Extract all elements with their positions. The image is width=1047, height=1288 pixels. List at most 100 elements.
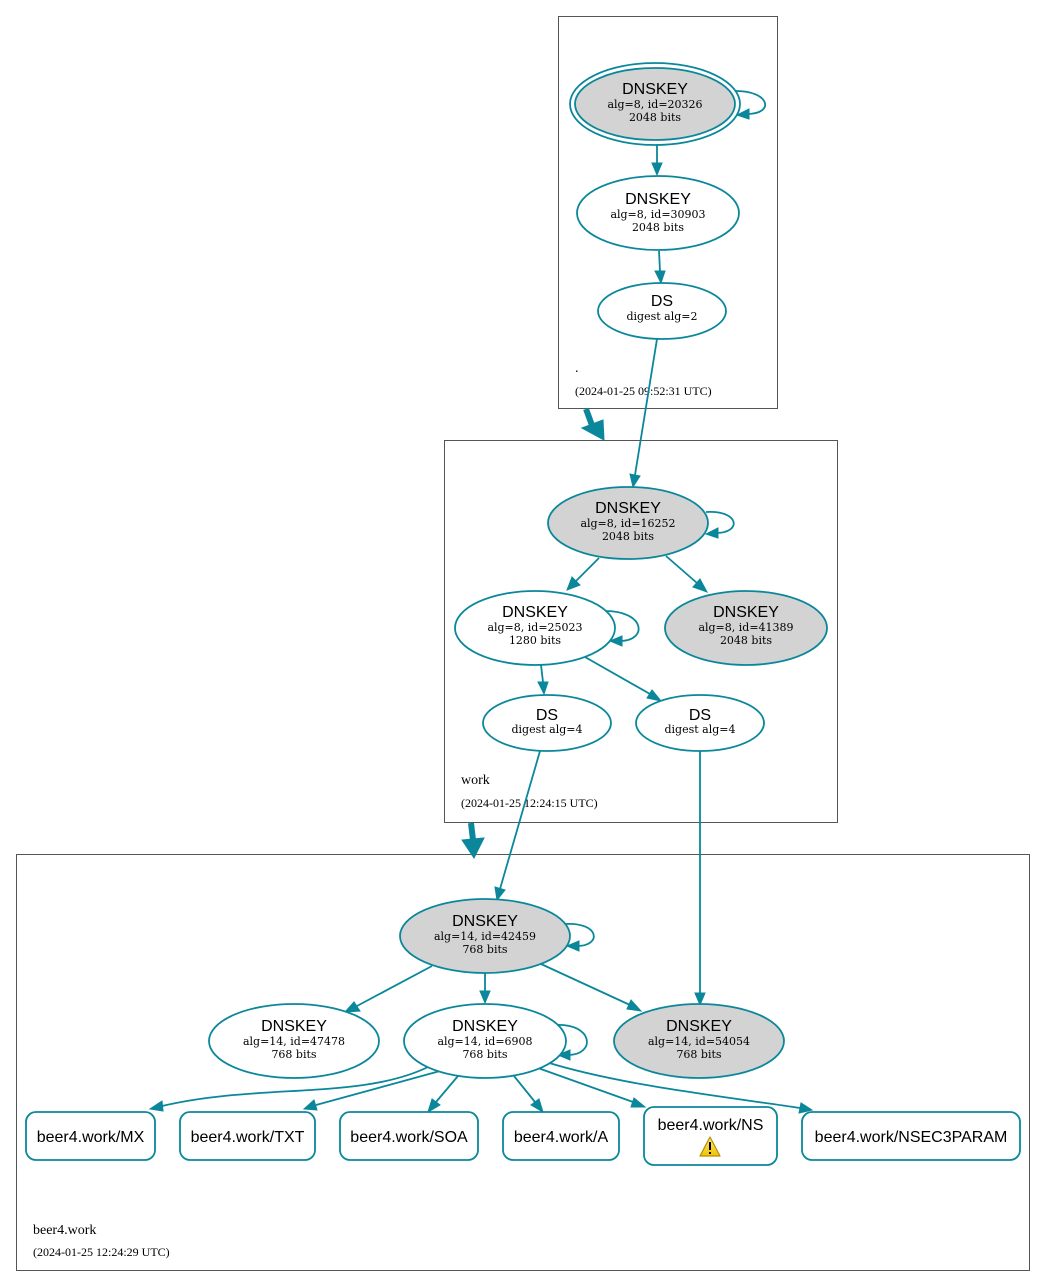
node-work-zsk[interactable]: DNSKEY alg=8, id=25023 1280 bits (454, 590, 616, 666)
node-detail: alg=8, id=20326 (607, 98, 702, 111)
node-detail: alg=8, id=41389 (698, 621, 793, 634)
node-work-key-41389[interactable]: DNSKEY alg=8, id=41389 2048 bits (664, 590, 828, 666)
rrset-mx[interactable]: beer4.work/MX (25, 1111, 156, 1161)
zone-root: . (2024-01-25 09:52:31 UTC) (558, 16, 778, 409)
arrowhead (694, 992, 706, 1007)
node-detail: alg=8, id=16252 (580, 517, 675, 530)
edge (161, 1066, 429, 1107)
self-loops (554, 90, 766, 1061)
arrowhead (302, 1099, 318, 1111)
arrowhead (629, 473, 641, 489)
zone-timestamp: (2024-01-25 12:24:29 UTC) (33, 1245, 170, 1259)
zone-beer4: beer4.work (2024-01-25 12:24:29 UTC) (16, 854, 1030, 1271)
node-detail: digest alg=4 (664, 723, 735, 736)
arrowhead (566, 576, 581, 591)
delegation-work-to-beer4 (461, 822, 485, 859)
node-work-ds-2[interactable]: DS digest alg=4 (635, 694, 765, 752)
edge (554, 1024, 588, 1056)
edge (634, 338, 658, 476)
arrowhead (798, 1102, 814, 1114)
node-work-ksk[interactable]: DNSKEY alg=8, id=16252 2048 bits (547, 486, 709, 560)
node-title: DS (689, 707, 711, 724)
node-title: DS (651, 293, 673, 310)
node-title: DNSKEY (452, 1018, 518, 1035)
edge (435, 1075, 459, 1103)
rrset-label: beer4.work/A (514, 1129, 609, 1146)
warning-icon (699, 1136, 721, 1157)
zone-timestamp: (2024-01-25 12:24:15 UTC) (461, 796, 598, 810)
node-work-ds-1[interactable]: DS digest alg=4 (482, 694, 612, 752)
edge (584, 656, 651, 695)
arrowhead (530, 1098, 544, 1114)
node-root-ksk[interactable]: DNSKEY alg=8, id=20326 2048 bits (569, 62, 741, 146)
node-beer4-zsk[interactable]: DNSKEY alg=14, id=6908 768 bits (403, 1003, 567, 1079)
node-detail: 768 bits (271, 1048, 316, 1061)
arrowhead (626, 999, 643, 1012)
edge (545, 1061, 801, 1109)
node-beer4-ksk[interactable]: DNSKEY alg=14, id=42459 768 bits (399, 898, 571, 974)
node-title: DNSKEY (625, 191, 691, 208)
edge (575, 557, 600, 582)
edge (499, 750, 541, 890)
arrowhead (646, 689, 663, 702)
node-detail: 2048 bits (632, 221, 684, 234)
node-title: DS (536, 707, 558, 724)
rrset-label: beer4.work/MX (37, 1129, 145, 1146)
edges (148, 144, 814, 1114)
node-detail: 768 bits (676, 1048, 721, 1061)
arrowhead (692, 578, 709, 593)
node-detail: alg=14, id=54054 (648, 1035, 750, 1048)
arrowhead (148, 1100, 164, 1112)
node-title: DNSKEY (622, 81, 688, 98)
edge (315, 1070, 441, 1106)
rrset-a[interactable]: beer4.work/A (502, 1111, 620, 1161)
node-detail: 768 bits (462, 1048, 507, 1061)
arrowhead (630, 1097, 647, 1108)
node-title: DNSKEY (261, 1018, 327, 1035)
rrset-txt[interactable]: beer4.work/TXT (179, 1111, 316, 1161)
edge (537, 1067, 634, 1103)
node-title: DNSKEY (502, 604, 568, 621)
zone-name: work (461, 773, 490, 788)
zone-name: beer4.work (33, 1223, 96, 1238)
rrset-soa[interactable]: beer4.work/SOA (339, 1111, 479, 1161)
node-detail: alg=8, id=25023 (487, 621, 582, 634)
rrset-label: beer4.work/TXT (191, 1129, 305, 1146)
arrowhead (651, 162, 663, 177)
rrset-ns[interactable]: beer4.work/NS (643, 1106, 778, 1166)
edge (665, 555, 698, 584)
edge (658, 250, 661, 272)
arrowhead (343, 1001, 361, 1013)
node-root-zsk[interactable]: DNSKEY alg=8, id=30903 2048 bits (576, 175, 740, 251)
arrowhead (494, 886, 506, 902)
arrowhead (479, 990, 491, 1005)
zone-name: . (575, 361, 579, 376)
node-beer4-key-54054[interactable]: DNSKEY alg=14, id=54054 768 bits (613, 1003, 785, 1079)
node-root-ds[interactable]: DS digest alg=2 (597, 282, 727, 340)
edge (356, 965, 433, 1007)
zone-timestamp: (2024-01-25 09:52:31 UTC) (575, 384, 712, 398)
arrowhead (537, 681, 549, 696)
node-detail: 768 bits (462, 943, 507, 956)
rrset-label: beer4.work/NSEC3PARAM (815, 1129, 1008, 1146)
node-detail: digest alg=4 (511, 723, 582, 736)
node-detail: alg=14, id=6908 (437, 1035, 532, 1048)
node-detail: 1280 bits (509, 634, 561, 647)
node-detail: alg=14, id=47478 (243, 1035, 345, 1048)
node-detail: alg=8, id=30903 (610, 208, 705, 221)
edge (540, 664, 544, 683)
node-detail: 2048 bits (720, 634, 772, 647)
arrowhead (427, 1098, 441, 1114)
rrset-label: beer4.work/SOA (350, 1129, 468, 1146)
node-title: DNSKEY (666, 1018, 732, 1035)
node-detail: 2048 bits (629, 111, 681, 124)
rrset-nsec3param[interactable]: beer4.work/NSEC3PARAM (801, 1111, 1021, 1161)
edge (540, 963, 631, 1006)
rrset-label: beer4.work/NS (658, 1117, 764, 1134)
node-detail: digest alg=2 (626, 310, 697, 323)
node-beer4-key-47478[interactable]: DNSKEY alg=14, id=47478 768 bits (208, 1003, 380, 1079)
node-title: DNSKEY (595, 500, 661, 517)
node-title: DNSKEY (452, 913, 518, 930)
delegation-root-to-work (580, 407, 605, 441)
